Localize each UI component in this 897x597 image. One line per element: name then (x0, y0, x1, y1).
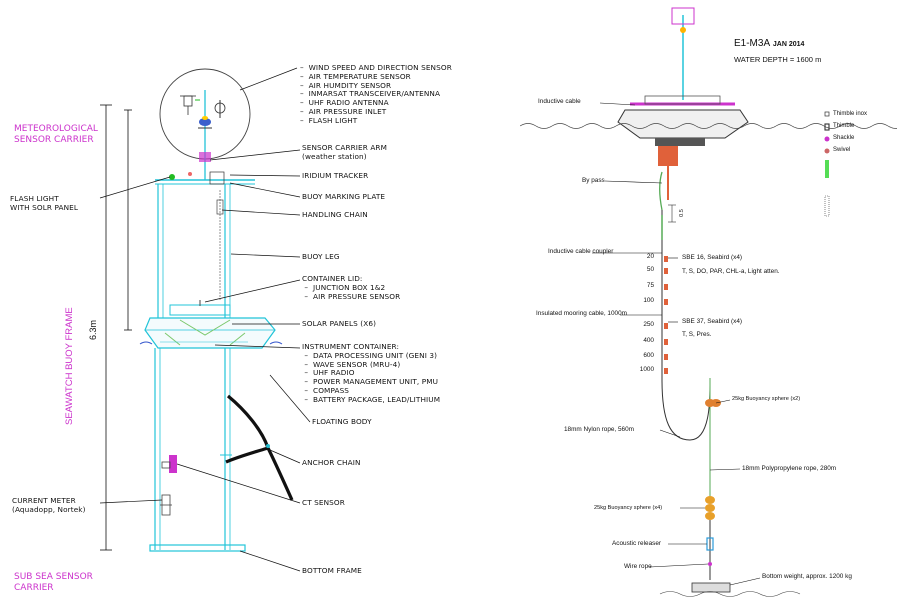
buoyancy-x2-label: 25kg Buoyancy sphere (x2) (732, 396, 801, 402)
legend-swivel: Swivel (833, 147, 851, 153)
mooring-drawing (520, 7, 897, 597)
bottom-weight-label: Bottom weight, approx. 1200 kg (762, 573, 852, 580)
legend-thimble-inox: Thimble inox (833, 111, 868, 117)
handling-chain-label: HANDLING CHAIN (302, 210, 368, 219)
sbe37-params: T, S, Pres. (682, 331, 712, 338)
inductive-coupler-label: Inductive cable coupler (548, 248, 614, 255)
instrument-container-label: INSTRUMENT CONTAINER: – DATA PROCESSING … (302, 342, 441, 404)
sensor-item: – AIR TEMPERATURE SENSOR (300, 71, 411, 81)
seawatch-buoy-diagram: – WIND SPEED AND DIRECTION SENSOR – AIR … (10, 63, 452, 593)
depth-tick: 100 (643, 297, 654, 304)
depth-tick: 20 (646, 253, 654, 260)
depth-tick: 75 (646, 282, 654, 289)
sbe16-params: T, S, DO, PAR, CHL-a, Light atten. (682, 268, 780, 275)
legend-shackle: Shackle (833, 135, 855, 141)
container-lid-label: CONTAINER LID: – JUNCTION BOX 1&2 – AIR … (302, 274, 401, 301)
dimension-label: 0.5 (678, 209, 685, 217)
sensor-item: – FLASH LIGHT (300, 115, 358, 125)
height-label: 6.3m (88, 319, 98, 340)
sensor-item: – UHF RADIO ANTENNA (300, 98, 389, 108)
seawatch-frame-label: SEAWATCH BUOY FRAME (64, 307, 75, 425)
wire-rope-label: Wire rope (624, 563, 652, 570)
depth-tick: 1000 (639, 366, 654, 373)
legend-thimble: Thimble (833, 123, 855, 129)
nylon-rope-label: 18mm Nylon rope, 560m (564, 426, 634, 433)
depth-tick: 400 (643, 337, 654, 344)
mooring-title: E1-M3A JAN 2014 (734, 38, 805, 49)
seawatch-buoy-drawing (99, 67, 311, 572)
sbe16-label: SBE 16, Seabird (x4) (682, 254, 743, 261)
insulated-cable-label: Insulated mooring cable, 1000m (536, 310, 627, 317)
marking-plate-label: BUOY MARKING PLATE (302, 192, 386, 201)
sbe37-label: SBE 37, Seabird (x4) (682, 318, 743, 325)
bottom-frame-label: BOTTOM FRAME (302, 566, 362, 575)
anchor-chain-label: ANCHOR CHAIN (302, 458, 361, 467)
buoyancy-x4-label: 25kg Buoyancy sphere (x4) (594, 505, 663, 511)
sensor-item: – AIR PRESSURE INLET (300, 106, 387, 116)
solar-panels-label: SOLAR PANELS (X6) (302, 319, 377, 328)
sensor-item: – INMARSAT TRANSCEIVER/ANTENNA (300, 89, 441, 99)
floating-body-label: FLOATING BODY (312, 417, 372, 426)
ct-sensor-label: CT SENSOR (302, 498, 345, 507)
met-sensor-list: – WIND SPEED AND DIRECTION SENSOR – AIR … (300, 63, 452, 126)
mooring-diagram: E1-M3A JAN 2014 WATER DEPTH = 1600 m Ind… (520, 0, 897, 597)
iridium-label: IRIDIUM TRACKER (302, 171, 369, 180)
by-pass-label: By pass (582, 177, 605, 184)
sensor-arm-label: SENSOR CARRIER ARM(weather station) (302, 143, 388, 161)
water-depth-label: WATER DEPTH = 1600 m (734, 55, 822, 64)
acoustic-releaser-label: Acoustic releaser (612, 540, 662, 547)
depth-tick: 600 (643, 352, 654, 359)
depth-tick: 50 (646, 266, 654, 273)
buoy-leg-label: BUOY LEG (302, 252, 340, 261)
depth-tick: 250 (643, 321, 654, 328)
sensor-item: – WIND SPEED AND DIRECTION SENSOR (300, 63, 452, 72)
current-meter-label: CURRENT METER(Aquadopp, Nortek) (12, 496, 86, 514)
polypropylene-rope-label: 18mm Polypropylene rope, 280m (742, 465, 837, 472)
sensor-item: – AIR HUMDITY SENSOR (300, 80, 392, 90)
inductive-cable-label: Inductive cable (538, 98, 581, 105)
